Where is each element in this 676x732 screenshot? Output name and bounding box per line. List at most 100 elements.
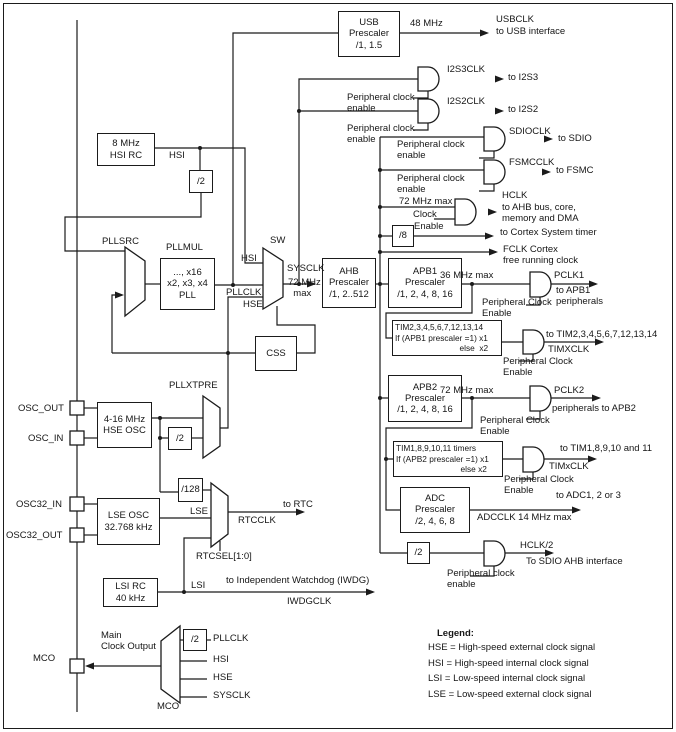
hclk2-enable-gate [483,540,506,567]
sdio-enable-label: Peripheral clock enable [397,139,465,162]
tim2-dest-label: to TIM2,3,4,5,6,7,12,13,14 [546,329,658,340]
mco-sysclk-label: SYSCLK [213,690,251,701]
apb2-prescaler-box: APB2 Prescaler /1, 2, 4, 8, 16 [388,375,462,422]
fsmcclk-label: FSMCCLK [509,157,555,168]
clock-enable-label-1: Clock [413,209,437,220]
timxclk2-enable-gate [522,446,545,473]
pclk2-enable-gate [529,385,552,412]
legend-item-0: HSE = High-speed external clock signal [428,642,596,653]
i2s3-enable-gate [417,66,440,92]
hsi-div2-box: /2 [189,170,213,193]
legend-item-1: HSI = High-speed internal clock signal [428,657,589,669]
osc-out-label: OSC_OUT [18,403,64,414]
osc-in-label: OSC_IN [28,433,64,444]
pllxtpre-label: PLLXTPRE [169,380,218,391]
lsi-signal-label: LSI [191,580,206,591]
legend: Legend: HSE = High-speed external clock … [428,628,663,704]
adc-prescaler-box: ADC Prescaler /2, 4, 6, 8 [400,487,470,533]
pll-box: ..., x16 x2, x3, x4 PLL [160,258,215,310]
hse-osc-box: 4-16 MHz HSE OSC [97,402,152,448]
tim1-enable-label: Peripheral Clock Enable [504,474,574,497]
fsmc-dest-label: to FSMC [556,165,594,176]
arrowheads [85,29,604,670]
css-box: CSS [255,336,297,371]
hclk2-enable-label: Peripheral clock enable [447,568,515,591]
mco-pin [69,658,85,674]
rtcclk-label: RTCCLK [238,515,276,526]
sw-label: SW [270,235,286,246]
pclk1-enable-gate [529,271,552,298]
mco-pllclk-label: PLLCLK [213,633,249,644]
lse-signal-label: LSE [190,506,208,517]
apb2-freq-label: 72 MHz max [440,385,494,396]
hclk-enable-gate [454,198,477,226]
ahb-prescaler-box: AHB Prescaler /1, 2..512 [322,258,376,308]
legend-item-3: LSE = Low-speed external clock signal [428,688,592,700]
lse-osc-box: LSE OSC 32.768 kHz [97,498,160,545]
pllsrc-mux [124,245,146,318]
legend-item-2: LSI = Low-speed internal clock signal [428,673,586,684]
hclk-freq-label: 72 MHz max [399,196,453,207]
osc32-in-pin [69,496,85,512]
mco-hse-label: HSE [213,672,233,683]
i2s3-dest-label: to I2S3 [508,72,539,83]
hclk-label: HCLK [502,190,528,201]
iwdg-dest-label: to Independent Watchdog (IWDG) [226,575,370,586]
sdioclk-label: SDIOCLK [509,126,551,137]
osc-in-pin [69,430,85,446]
mco-div2-box: /2 [183,629,207,651]
mco-mux-label: MCO [157,701,180,712]
apb1-prescaler-box: APB1 Prescaler /1, 2, 4, 8, 16 [388,258,462,308]
timxclk2-label: TIMxCLK [549,461,589,472]
pclk1-dest-label: to APB1 peripherals [556,285,603,308]
adcclk-label: ADCCLK 14 MHz max [477,512,572,523]
mco-pin-label: MCO [33,653,56,664]
cortex-timer-label: to Cortex System timer [500,227,597,238]
rtcsel-mux [210,481,229,549]
tim1-multiplier-box: TIM1,8,9,10,11 timers If (APB2 prescaler… [393,441,503,477]
i2s2-enable-label: Peripheral clock enable [347,123,415,146]
iwdgclk-label: IWDGCLK [287,596,332,607]
hclk-dest-label: to AHB bus, core, memory and DMA [502,202,579,225]
mco-main-label: Main Clock Output [101,630,156,653]
hclk2-label: HCLK/2 [520,540,554,551]
i2s2-enable-gate [417,98,440,124]
sysclk-freq-label: 72 MHz max [288,277,321,300]
pllsrc-label: PLLSRC [102,236,139,247]
pclk1-label: PCLK1 [554,270,585,281]
hsi-signal-label: HSI [169,150,185,161]
hse-div2-box: /2 [168,427,192,450]
legend-title: Legend: [437,628,474,639]
lsi-rc-box: LSI RC 40 kHz [103,578,158,607]
page-border [3,3,673,729]
hclk2-dest-label: To SDIO AHB interface [526,556,623,567]
junction-dots [158,109,474,594]
usb-prescaler-box: USB Prescaler /1, 1.5 [338,11,400,57]
adc-dest-label: to ADC1, 2 or 3 [556,490,621,501]
sdio-dest-label: to SDIO [558,133,592,144]
mco-hsi-label: HSI [213,654,229,665]
osc-out-pin [69,400,85,416]
fsmc-enable-label: Peripheral clock enable [397,173,465,196]
pllclk-label: PLLCLK [226,287,262,298]
osc32-in-label: OSC32_IN [16,499,62,510]
i2s3-enable-label: Peripheral clock enable [347,92,415,115]
usb-dest-label: to USB interface [496,26,566,37]
pllxtpre-mux [202,394,221,460]
hsi-rc-box: 8 MHz HSI RC [97,133,155,166]
fclk-label: FCLK Cortex free running clock [503,244,578,267]
osc32-out-pin [69,527,85,543]
fsmc-enable-gate [483,159,506,185]
rtcsel-label: RTCSEL[1:0] [196,551,252,562]
hclk-div2-box: /2 [407,542,430,564]
timxclk-enable-gate [522,329,545,355]
sw-hse-label: HSE [243,299,263,310]
sysclk-label: SYSCLK [287,263,325,274]
mco-mux [160,624,181,705]
i2s2clk-label: I2S2CLK [447,96,486,107]
sw-hsi-label: HSI [241,253,257,264]
usb-freq-label: 48 MHz [410,18,443,29]
